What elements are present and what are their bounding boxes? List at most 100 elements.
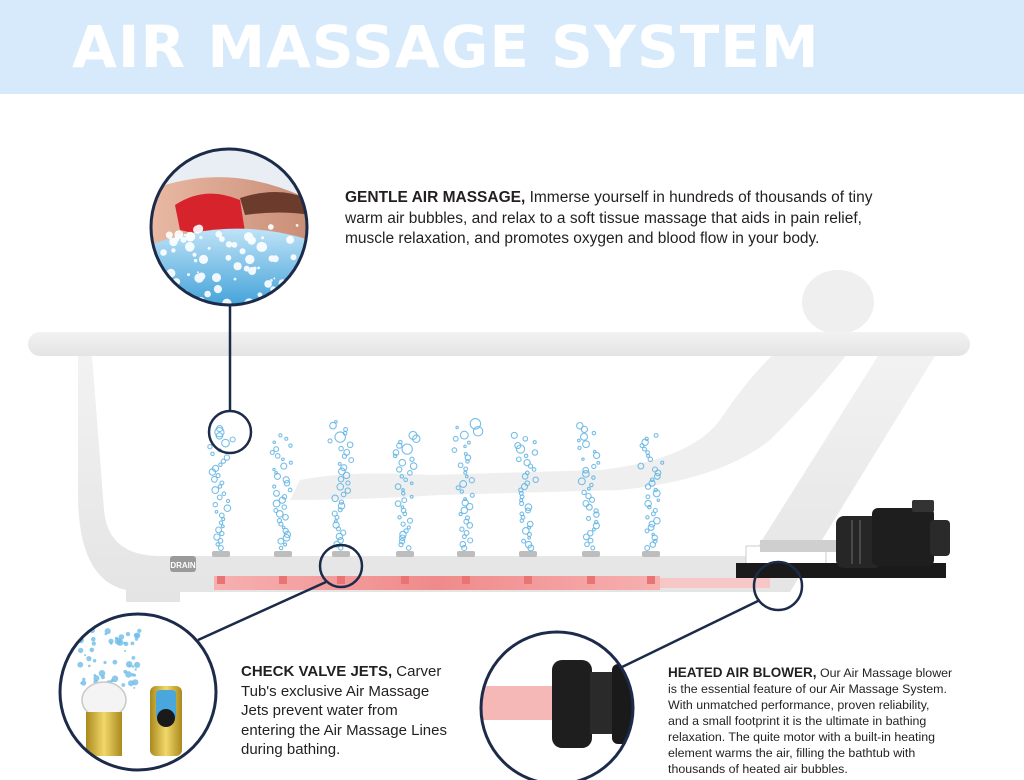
- bather-photo-inset: [149, 147, 309, 307]
- inset-bubble: [264, 280, 272, 288]
- air-bubble: [217, 484, 223, 489]
- air-bubble: [281, 504, 288, 510]
- air-bubble: [644, 499, 652, 508]
- air-bubble: [219, 480, 225, 486]
- air-bubble: [221, 491, 227, 497]
- air-bubble: [531, 449, 539, 456]
- air-bubble: [653, 487, 658, 493]
- jet-detail-marker: [318, 543, 364, 589]
- air-bubble: [401, 443, 413, 455]
- air-bubble: [653, 516, 661, 525]
- air-bubble: [461, 544, 468, 552]
- air-jet-connector: [587, 576, 595, 584]
- inset-bubble: [160, 249, 167, 256]
- air-bubble: [651, 532, 655, 537]
- air-bubble: [581, 457, 585, 461]
- air-bubble: [221, 438, 230, 448]
- air-bubble: [283, 479, 291, 487]
- air-bubble: [392, 453, 398, 459]
- inset-bubble: [219, 236, 225, 243]
- air-bubble: [523, 459, 531, 467]
- air-bubble: [642, 446, 647, 452]
- callout-blower-heading: HEATED AIR BLOWER,: [668, 665, 817, 680]
- air-bubble: [519, 511, 525, 517]
- air-bubble: [585, 503, 593, 511]
- inset-bubble: [93, 675, 100, 682]
- inset-bubble: [125, 661, 133, 668]
- air-bubble: [586, 486, 591, 491]
- air-bubble: [283, 530, 292, 539]
- air-bubble: [334, 419, 338, 424]
- air-bubble: [654, 469, 662, 477]
- air-bubble: [463, 444, 467, 449]
- air-bubble: [334, 431, 346, 443]
- inset-bubble: [270, 279, 273, 282]
- air-bubble: [652, 538, 658, 544]
- air-bubble: [223, 504, 232, 513]
- air-bubble: [400, 521, 406, 527]
- air-bubble: [646, 453, 651, 458]
- inset-bubble: [125, 671, 132, 678]
- air-bubble: [532, 440, 537, 445]
- air-jet-connector: [647, 576, 655, 584]
- air-bubble: [523, 453, 529, 459]
- air-bubble: [278, 433, 283, 438]
- air-bubble: [592, 522, 600, 530]
- air-bubble: [589, 482, 594, 488]
- air-jet-connector: [401, 576, 409, 584]
- air-bubble: [397, 439, 403, 445]
- air-bubble: [340, 491, 347, 498]
- air-bubble: [645, 515, 650, 520]
- inset-bubble: [104, 628, 111, 635]
- air-bubble: [656, 498, 661, 502]
- inset-bubble: [204, 290, 211, 298]
- inset-bubble: [112, 659, 118, 665]
- inset-bubble: [195, 224, 204, 233]
- air-bubble: [272, 440, 276, 444]
- inset-bubble: [290, 254, 297, 261]
- jets: [212, 551, 660, 584]
- air-bubble: [348, 457, 355, 464]
- air-bubble: [346, 441, 354, 449]
- air-bubble: [644, 528, 650, 534]
- air-jet: [457, 551, 475, 557]
- air-bubble: [652, 489, 661, 498]
- air-bubble: [472, 426, 484, 437]
- air-bubble: [333, 519, 338, 524]
- air-bubble: [653, 432, 659, 438]
- inset-bubble: [131, 665, 135, 668]
- inset-bubble: [231, 241, 238, 248]
- bather-silhouette: [290, 270, 874, 500]
- inset-bubble: [222, 298, 232, 305]
- air-bubble: [217, 545, 224, 551]
- air-jet-connector: [524, 576, 532, 584]
- air-bubble: [514, 442, 522, 450]
- air-bubble: [524, 470, 530, 476]
- air-bubble: [229, 436, 236, 443]
- air-bubble: [652, 507, 658, 514]
- air-bubble: [409, 456, 415, 462]
- air-bubble: [214, 427, 225, 438]
- air-bubble: [452, 435, 459, 442]
- air-bubble: [409, 462, 418, 470]
- air-bubble: [582, 533, 590, 541]
- air-jet: [212, 551, 230, 557]
- air-bubble: [644, 483, 652, 490]
- inset-bubble: [239, 248, 246, 255]
- air-bubble: [288, 443, 293, 448]
- air-jet-connector: [337, 576, 345, 584]
- air-bubble: [592, 449, 597, 454]
- air-bubble: [214, 509, 219, 514]
- bathtub: [28, 332, 970, 602]
- air-bubble: [593, 519, 599, 525]
- air-bubble: [218, 520, 224, 525]
- inset-bubble: [252, 266, 257, 271]
- air-bubble: [455, 425, 459, 430]
- air-bubble: [455, 485, 461, 491]
- inset-bubble: [123, 641, 126, 645]
- air-bubble: [337, 467, 346, 476]
- inset-bubble: [225, 241, 233, 248]
- callout-gentle-heading: GENTLE AIR MASSAGE,: [345, 189, 526, 206]
- air-bubble: [210, 451, 215, 457]
- air-bubble: [396, 442, 403, 449]
